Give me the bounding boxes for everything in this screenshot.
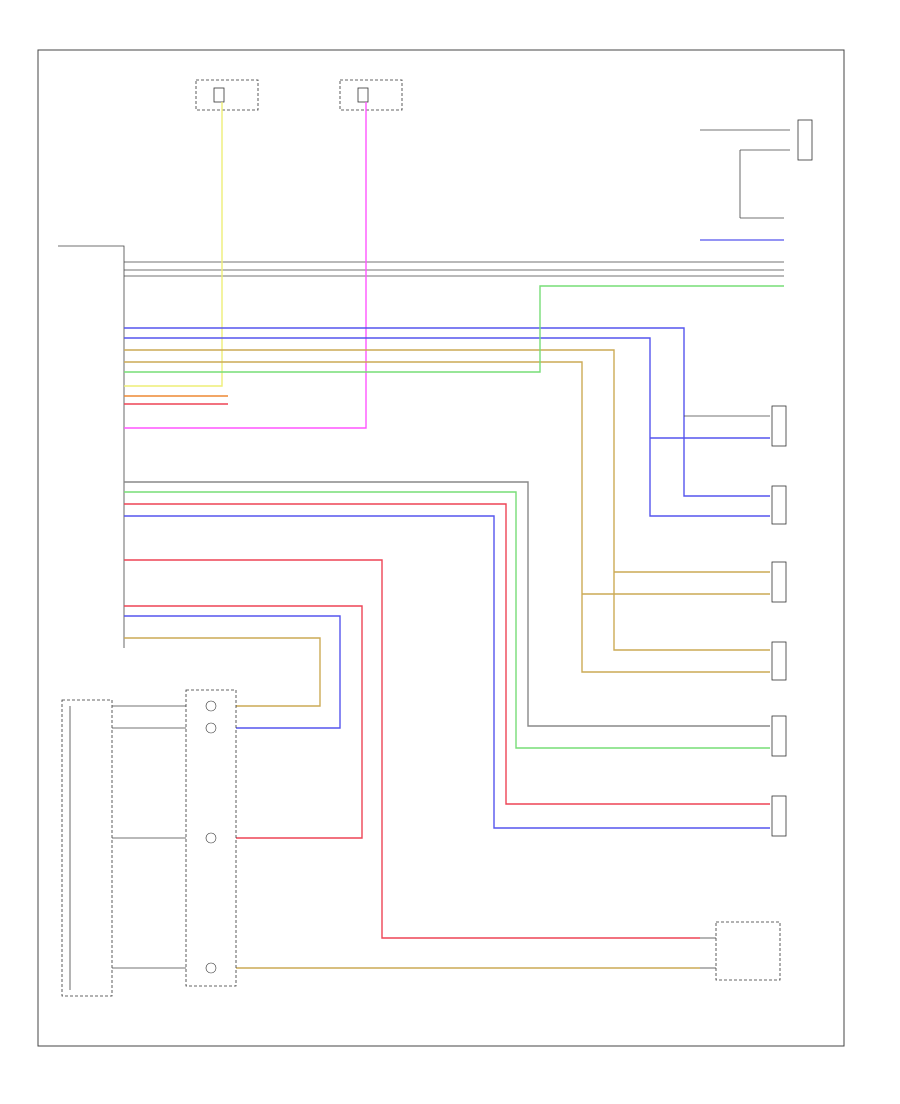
fuse-box-right bbox=[339, 79, 403, 111]
antenna-component bbox=[797, 119, 813, 161]
wire-tan-1 bbox=[124, 349, 770, 651]
wire-gray-1 bbox=[124, 481, 770, 727]
speaker-rear-left bbox=[771, 715, 787, 757]
wire-blue-3 bbox=[124, 515, 770, 829]
wire-tan-3 bbox=[124, 637, 321, 707]
spiral-contact-1 bbox=[205, 700, 217, 712]
fuse-right bbox=[357, 87, 369, 103]
wire-tan-2 bbox=[124, 361, 770, 673]
wire-green-2 bbox=[124, 491, 770, 749]
speaker-front-left bbox=[771, 405, 787, 447]
wire-red-nav bbox=[124, 559, 700, 939]
wire-blue-4 bbox=[124, 615, 341, 729]
speaker-tweeter-left bbox=[771, 485, 787, 525]
wire-green-1 bbox=[124, 285, 784, 373]
wire-blue-2 bbox=[124, 337, 770, 517]
wire-yellow bbox=[124, 102, 223, 387]
wire-red-2 bbox=[124, 605, 363, 839]
fuse-box-left bbox=[195, 79, 259, 111]
steering-switch-box bbox=[61, 699, 113, 997]
radio-unit-outline bbox=[58, 245, 125, 648]
spiral-contact-3 bbox=[205, 832, 217, 844]
wire-red-1 bbox=[124, 503, 770, 805]
wire-pink bbox=[124, 102, 367, 429]
spiral-cable-box bbox=[185, 689, 237, 987]
speaker-tweeter-right bbox=[771, 641, 787, 681]
wire-blue-1 bbox=[124, 327, 770, 497]
spiral-contact-4 bbox=[205, 962, 217, 974]
navigation-unit-box bbox=[715, 921, 781, 981]
spiral-contact-2 bbox=[205, 722, 217, 734]
fuse-left bbox=[213, 87, 225, 103]
diagram-frame bbox=[37, 49, 845, 1047]
speaker-front-right bbox=[771, 561, 787, 603]
speaker-rear-right bbox=[771, 795, 787, 837]
